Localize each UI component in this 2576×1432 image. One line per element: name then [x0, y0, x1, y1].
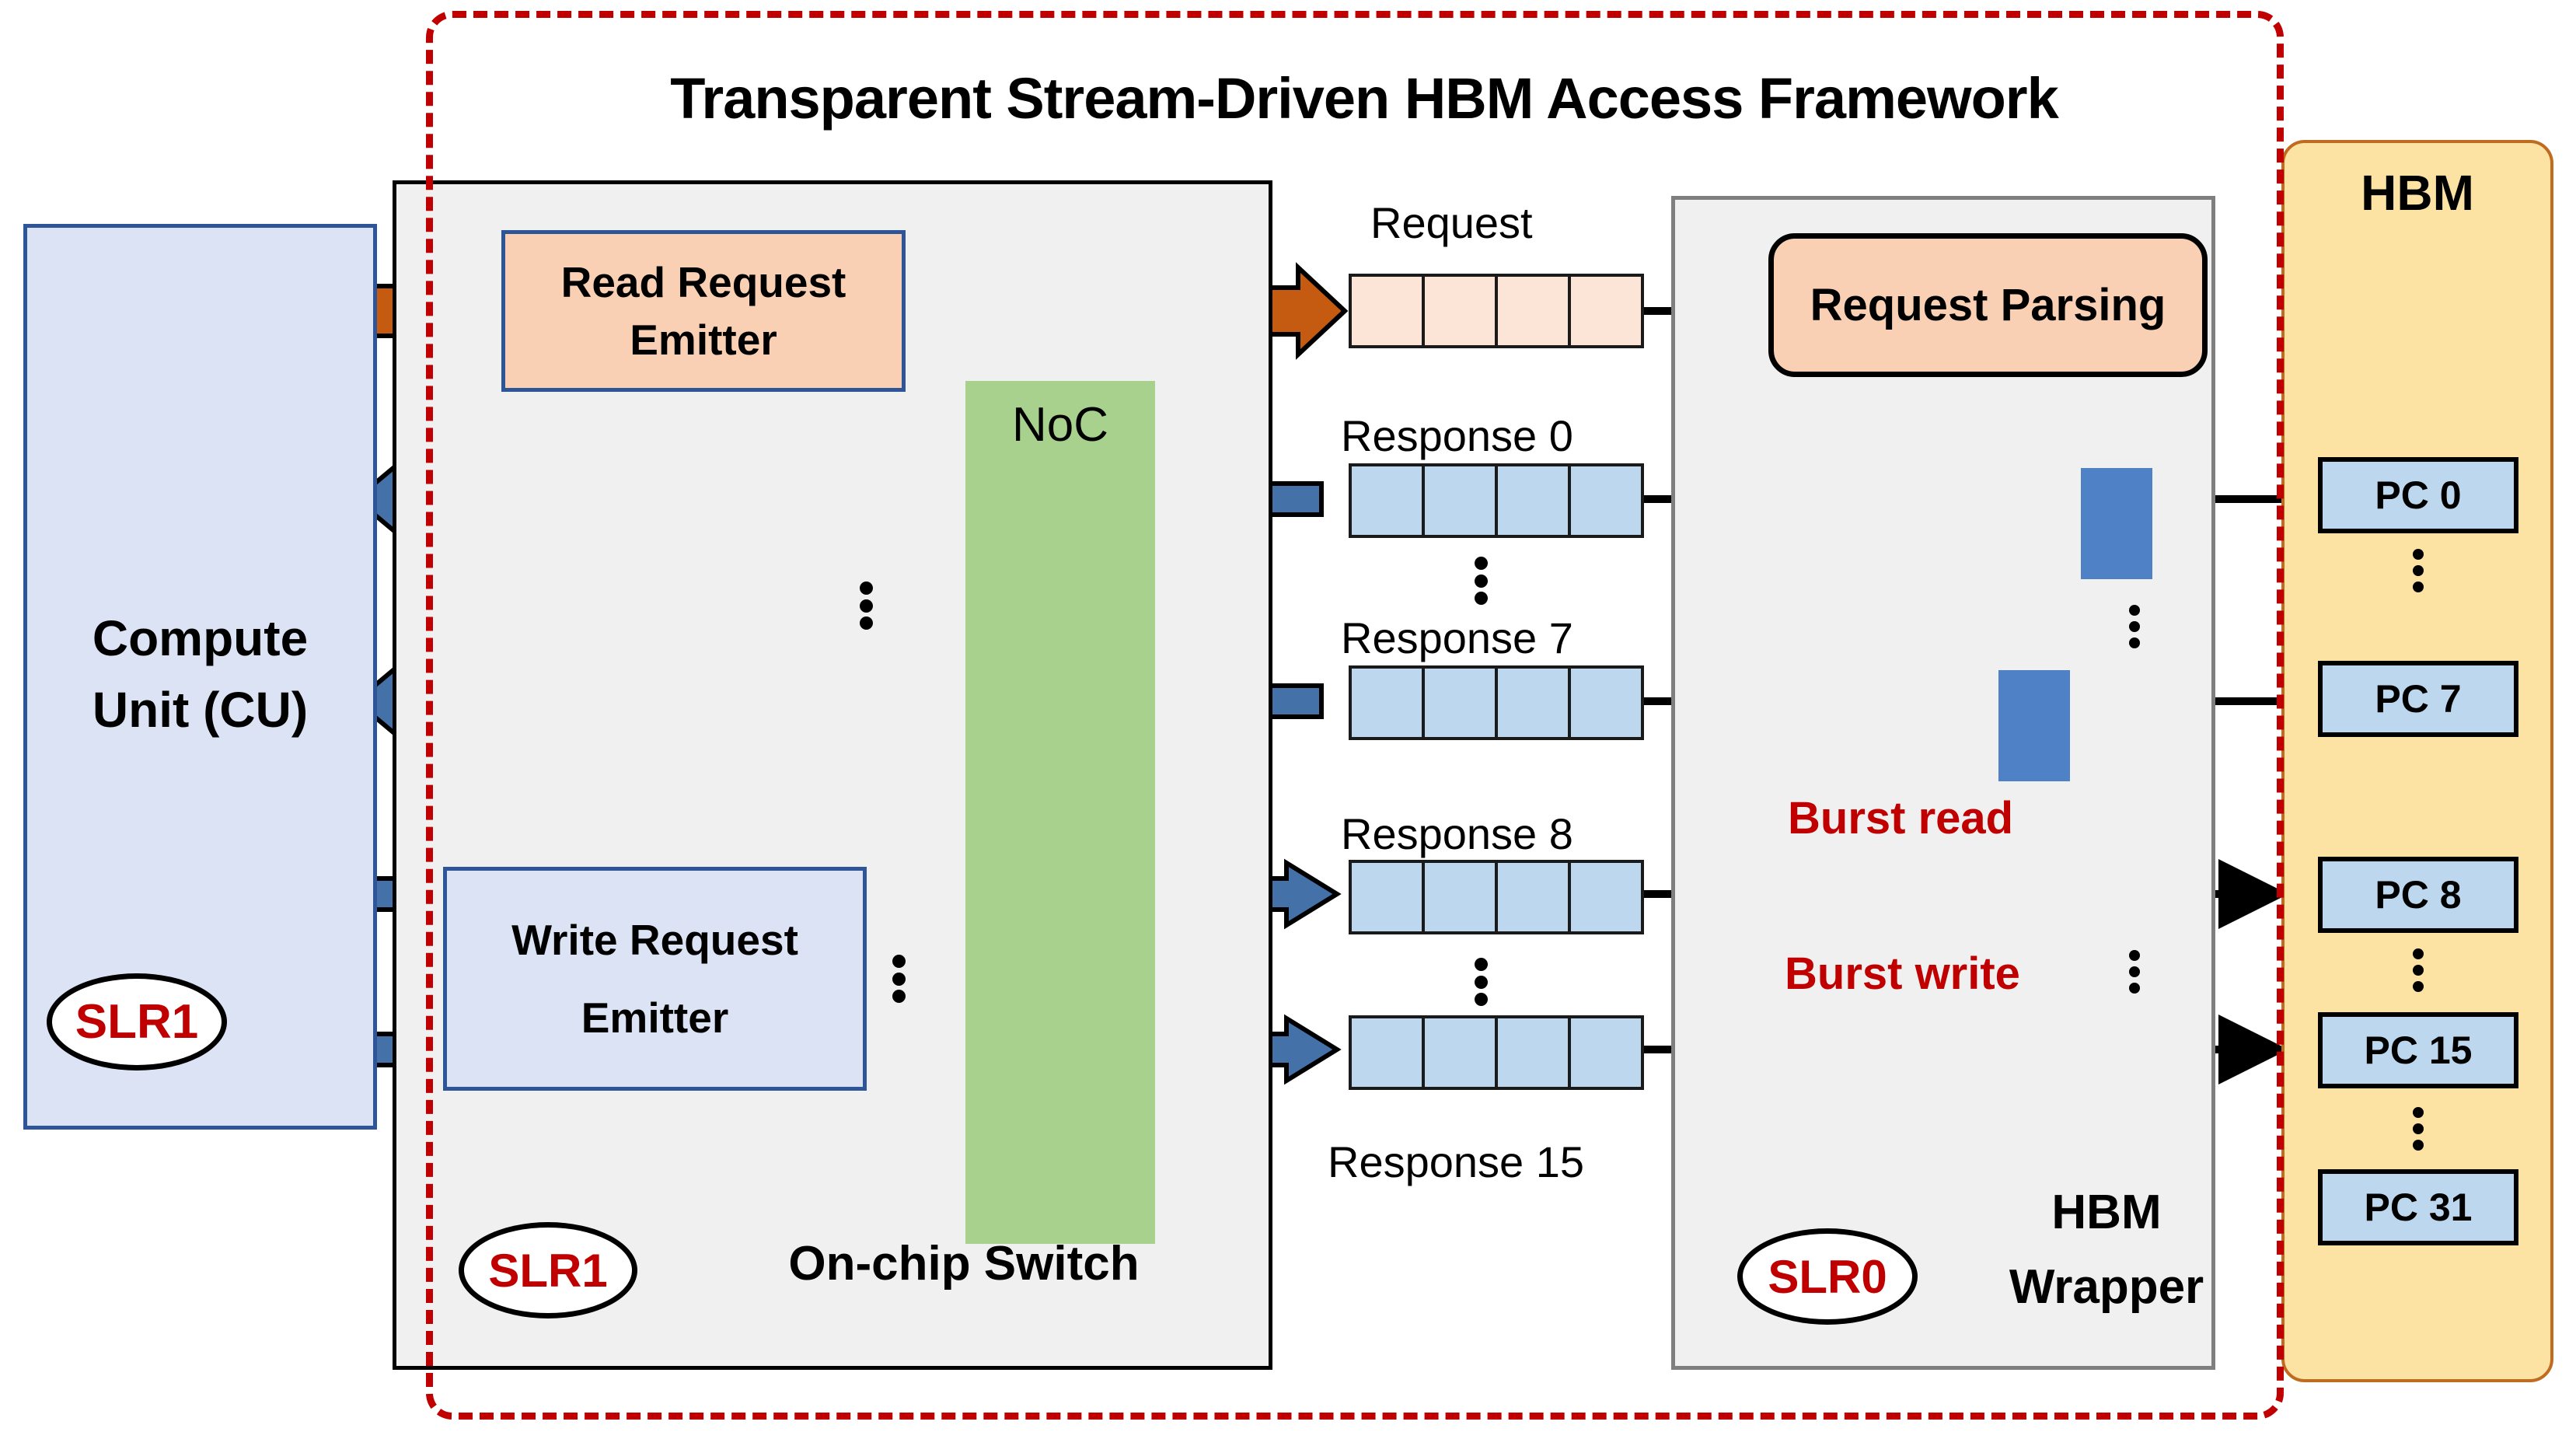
request-queue-cell	[1425, 277, 1498, 345]
ellipsis-mux	[2127, 605, 2141, 648]
request-queue-label: Request	[1370, 198, 1533, 247]
response-0-cell	[1571, 466, 1641, 535]
response-7-cell	[1498, 669, 1571, 737]
burst-read-label: Burst read	[1788, 793, 2014, 843]
on-chip-switch-label: On-chip Switch	[788, 1237, 1140, 1291]
hbm-wrapper-panel	[1671, 196, 2215, 1370]
slr-badge-on-chip-switch: SLR1	[459, 1222, 637, 1318]
response-7-label: Response 7	[1341, 613, 1573, 662]
hbm-wrapper-label-line1: HBM	[2051, 1186, 2162, 1239]
write-request-emitter-block: Write Request Emitter	[443, 867, 867, 1091]
response-15-queue	[1349, 1015, 1644, 1090]
response-8-cell	[1498, 863, 1571, 931]
response-8-cell	[1352, 863, 1425, 931]
mux-square-read-lower	[1998, 670, 2070, 781]
pc-box-8: PC 8	[2318, 857, 2518, 933]
response-0-cell	[1352, 466, 1425, 535]
response-0-queue	[1349, 463, 1644, 538]
compute-unit-label-line2: Unit (CU)	[92, 682, 309, 738]
compute-unit-block	[23, 224, 377, 1130]
read-request-emitter-line1: Read Request	[560, 258, 846, 306]
ellipsis-pc-8-15	[2411, 948, 2425, 992]
response-7-queue	[1349, 665, 1644, 740]
pc-box-0: PC 0	[2318, 457, 2518, 533]
read-request-emitter-line2: Emitter	[630, 316, 777, 364]
noc-block	[965, 381, 1155, 1244]
response-7-cell	[1571, 669, 1641, 737]
ellipsis-write-paths	[891, 955, 906, 1003]
write-request-emitter-label: Write Request Emitter	[447, 871, 863, 1087]
slr-badge-hbm-wrapper: SLR0	[1737, 1228, 1918, 1325]
response-15-cell	[1498, 1018, 1571, 1087]
ellipsis-pc-0-7	[2411, 549, 2425, 592]
ellipsis-read-paths	[858, 582, 874, 630]
hbm-wrapper-label: HBM Wrapper	[1978, 1175, 2235, 1331]
pc-box-31: PC 31	[2318, 1169, 2518, 1245]
request-parsing-label: Request Parsing	[1810, 280, 2166, 330]
request-queue-cell	[1498, 277, 1571, 345]
write-request-emitter-line2: Emitter	[581, 994, 729, 1042]
request-queue	[1349, 274, 1644, 348]
response-0-cell	[1498, 466, 1571, 535]
response-0-cell	[1425, 466, 1498, 535]
request-queue-cell	[1352, 277, 1425, 345]
slr-badge-compute-unit: SLR1	[47, 973, 227, 1071]
noc-label: NoC	[1011, 398, 1109, 452]
response-8-cell	[1425, 863, 1498, 931]
response-7-cell	[1425, 669, 1498, 737]
pc-box-7: PC 7	[2318, 661, 2518, 737]
read-request-emitter-block: Read Request Emitter	[501, 230, 906, 392]
response-0-label: Response 0	[1341, 411, 1573, 460]
ellipsis-write-wrapper	[2127, 950, 2141, 994]
response-8-queue	[1349, 860, 1644, 934]
request-parsing-block: Request Parsing	[1768, 233, 2208, 377]
framework-title: Transparent Stream-Driven HBM Access Fra…	[670, 66, 2059, 131]
read-request-emitter-label: Read Request Emitter	[505, 234, 902, 388]
hbm-title: HBM	[2361, 165, 2474, 221]
burst-write-label: Burst write	[1785, 948, 2020, 999]
response-15-cell	[1425, 1018, 1498, 1087]
ellipsis-response-8-15	[1473, 958, 1489, 1006]
ellipsis-pc-15-31	[2411, 1107, 2425, 1151]
mux-square-read-upper	[2081, 468, 2152, 579]
response-15-cell	[1352, 1018, 1425, 1087]
response-8-cell	[1571, 863, 1641, 931]
compute-unit-label-line1: Compute	[92, 610, 309, 666]
response-15-label: Response 15	[1328, 1137, 1585, 1186]
response-7-cell	[1352, 669, 1425, 737]
response-15-cell	[1571, 1018, 1641, 1087]
compute-unit-label: Compute Unit (CU)	[23, 602, 377, 750]
response-8-label: Response 8	[1341, 809, 1573, 858]
framework-dashed-border	[426, 11, 2284, 1420]
write-request-emitter-line1: Write Request	[511, 916, 798, 964]
request-queue-cell	[1571, 277, 1641, 345]
hbm-wrapper-label-line2: Wrapper	[2009, 1260, 2204, 1314]
pc-box-15: PC 15	[2318, 1012, 2518, 1088]
ellipsis-response-0-7	[1473, 557, 1489, 605]
